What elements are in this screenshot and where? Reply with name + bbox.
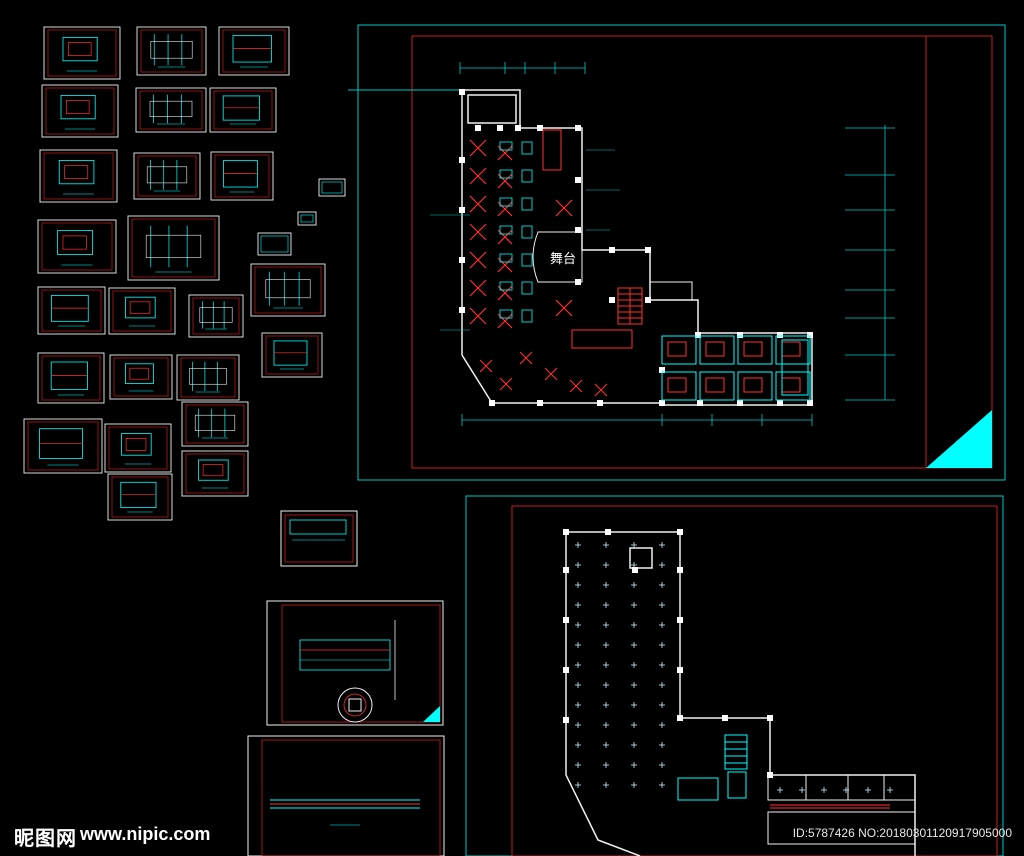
watermark-logo: 昵图网 <box>14 826 77 850</box>
floor-plan-sheet <box>348 24 1006 481</box>
thumbnail-sheet <box>209 87 277 133</box>
ceiling-lights <box>575 542 893 793</box>
building-outline <box>461 89 813 406</box>
thumbnail-sheet <box>318 178 346 197</box>
title-block-marker <box>926 410 992 468</box>
ceiling-plan-sheet <box>465 495 1004 856</box>
stage-label: 舞台 <box>550 252 577 267</box>
thumbnail-sheet <box>109 354 173 400</box>
watermark-url: www.nipic.com <box>80 824 211 844</box>
dimension-lines <box>459 62 895 426</box>
thumbnail-sheet <box>133 152 201 200</box>
thumbnail-sheet <box>108 287 176 335</box>
thumbnail-sheet <box>257 232 292 256</box>
elevation-detail-sheet <box>247 735 445 856</box>
thumbnail-sheet <box>297 211 317 226</box>
thumbnail-sheet <box>23 418 103 474</box>
thumbnail-sheet <box>261 332 323 378</box>
thumbnail-sheet <box>181 401 249 447</box>
entrance-detail-sheet <box>266 600 444 726</box>
structural-columns <box>459 89 813 406</box>
thumbnail-sheet <box>136 26 207 76</box>
thumbnail-sheet <box>135 87 207 133</box>
thumbnail-sheet <box>188 294 244 338</box>
dining-tables <box>469 129 633 397</box>
thumbnail-sheet <box>127 215 220 281</box>
detail-sheet-small <box>280 510 358 567</box>
thumbnail-sheet <box>176 354 240 401</box>
ceiling-building-outline <box>565 531 916 856</box>
watermark-id: ID:5787426 NO:20180301120917905000 <box>792 826 1012 840</box>
thumbnail-sheet <box>210 151 274 201</box>
thumbnail-sheet <box>181 450 249 497</box>
thumbnail-sheet <box>37 286 106 335</box>
thumbnail-sheet <box>41 84 119 138</box>
thumbnail-sheets <box>23 26 346 521</box>
ceiling-stairs <box>677 734 748 801</box>
thumbnail-sheet <box>43 26 121 80</box>
thumbnail-sheet <box>39 149 118 203</box>
annotations <box>430 149 620 331</box>
thumbnail-sheet <box>218 26 290 76</box>
thumbnail-sheet <box>37 219 117 274</box>
thumbnail-sheet <box>104 423 172 473</box>
thumbnail-sheet <box>250 263 326 317</box>
ceiling-rooms <box>767 774 916 845</box>
stair-core <box>617 287 643 325</box>
thumbnail-sheet <box>37 352 105 404</box>
private-rooms <box>649 281 811 401</box>
ceiling-columns <box>563 529 773 778</box>
thumbnail-sheet <box>107 473 173 521</box>
stage <box>532 231 583 283</box>
